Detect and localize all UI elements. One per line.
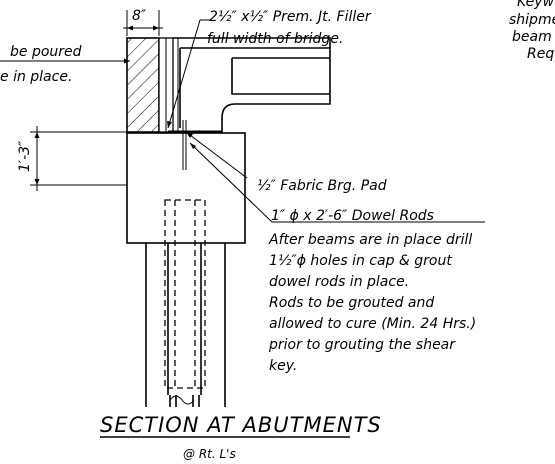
corner-text-line-3: beam	[512, 29, 552, 45]
pad-label: ½″ Fabric Brg. Pad	[185, 131, 387, 194]
pile-column	[145, 243, 226, 407]
filler-label-line-2: full width of bridge.	[207, 31, 343, 47]
section-title-text: SECTION AT ABUTMENTS	[100, 413, 382, 437]
dowel-label-text: 1″ ϕ x 2′-6″ Dowel Rods	[271, 208, 434, 224]
note-line-2: 1½″ϕ holes in cap & grout	[269, 253, 452, 269]
poured-label-line-1: be poured	[10, 44, 82, 60]
poured-label: be poured e in place.	[0, 44, 130, 85]
section-subtitle: @ Rt. L's	[183, 447, 236, 461]
note-line-7: key.	[269, 358, 297, 374]
height-dimension-label: 1′-3″	[17, 140, 33, 172]
corner-text: Keyw shipme beam Req	[509, 0, 555, 62]
dowel-label: 1″ ϕ x 2′-6″ Dowel Rods	[189, 142, 485, 224]
pad-label-text: ½″ Fabric Brg. Pad	[257, 178, 387, 194]
dowel-rod	[182, 120, 187, 170]
note-line-4: Rods to be grouted and	[269, 295, 434, 311]
dowel-notes: After beams are in place drill 1½″ϕ hole…	[268, 232, 476, 374]
filler-leader	[167, 19, 201, 129]
note-line-6: prior to grouting the shear	[268, 337, 456, 353]
joint-filler	[158, 37, 179, 133]
width-dimension: 8″	[123, 8, 163, 36]
corner-text-line-2: shipme	[509, 12, 555, 28]
dowel-hole	[164, 199, 206, 389]
note-line-1: After beams are in place drill	[268, 232, 472, 248]
corner-text-line-4: Req	[527, 46, 554, 62]
shear-key	[126, 37, 160, 133]
corner-text-line-1: Keyw	[517, 0, 555, 10]
filler-label: 2½″ x½″ Prem. Jt. Filler full width of b…	[200, 9, 372, 47]
height-dimension: 1′-3″	[17, 126, 127, 191]
section-title: SECTION AT ABUTMENTS @ Rt. L's	[100, 413, 382, 461]
width-dimension-label: 8″	[132, 8, 147, 24]
filler-label-line-1: 2½″ x½″ Prem. Jt. Filler	[209, 9, 372, 25]
poured-label-line-2: e in place.	[0, 69, 72, 85]
note-line-3: dowel rods in place.	[269, 274, 409, 290]
note-line-5: allowed to cure (Min. 24 Hrs.)	[269, 316, 476, 332]
prestressed-beam	[173, 37, 331, 133]
